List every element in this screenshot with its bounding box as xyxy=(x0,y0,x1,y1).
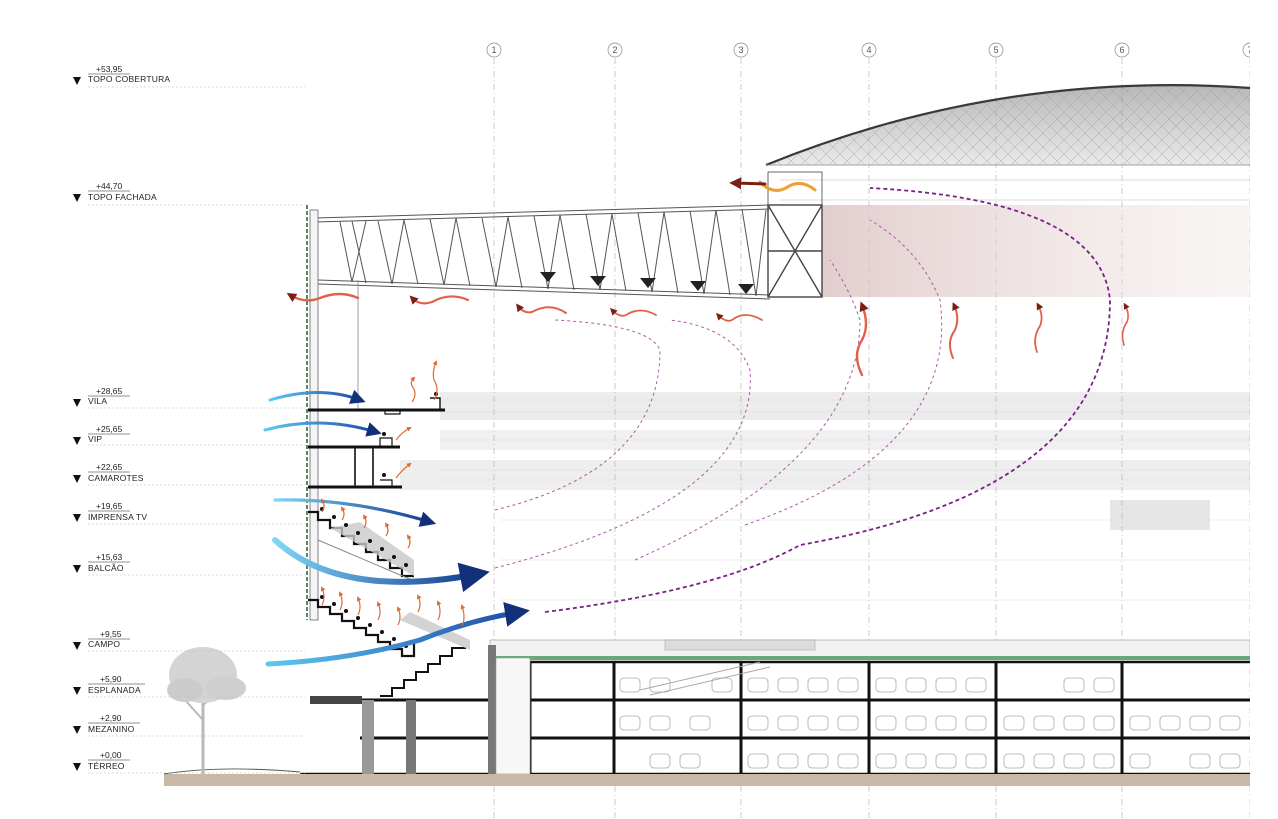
spectators xyxy=(320,392,438,648)
grid-label-1: 1 xyxy=(491,45,496,55)
car-row-mezanino xyxy=(619,715,1241,731)
interior-background xyxy=(400,392,1250,601)
truss-tower xyxy=(767,171,823,298)
warm-air-exhausts xyxy=(286,177,1130,377)
warm-air-zone xyxy=(822,205,1252,297)
level-vip: +25,65 VIP xyxy=(73,424,305,446)
level-mezanino: +2,90 MEZANINO xyxy=(73,713,305,737)
parked-cars xyxy=(619,677,1241,769)
level-elevation: +0,00 xyxy=(100,750,122,760)
grid-label-2: 2 xyxy=(612,45,617,55)
facade xyxy=(306,205,359,621)
level-name: TÉRREO xyxy=(88,761,125,771)
roof-cover xyxy=(765,84,1251,201)
right-margin xyxy=(1250,0,1278,819)
cool-air-inlets xyxy=(263,389,530,667)
ground xyxy=(164,774,1250,786)
level-elevation: +5,90 xyxy=(100,674,122,684)
tree-icon xyxy=(167,647,246,774)
cantilever-truss xyxy=(314,204,771,300)
grid-label-5: 5 xyxy=(993,45,998,55)
level-topo-cobertura: +53,95 TOPO COBERTURA xyxy=(73,64,305,88)
level-markers: +53,95 TOPO COBERTURA +44,70 TOPO FACHAD… xyxy=(73,64,305,774)
level-name: VILA xyxy=(88,396,107,406)
parking-structure xyxy=(300,639,1251,776)
level-name: IMPRENSA TV xyxy=(88,512,147,522)
car-row-esplanada xyxy=(619,677,1115,693)
level-elevation: +15,63 xyxy=(96,552,123,562)
grid-bubble-1 xyxy=(486,42,502,58)
level-topo-fachada: +44,70 TOPO FACHADA xyxy=(73,181,305,206)
level-elevation: +19,65 xyxy=(96,501,123,511)
grid-label-3: 3 xyxy=(738,45,743,55)
level-elevation: +44,70 xyxy=(96,181,123,191)
grid-bubble-4 xyxy=(861,42,877,58)
grid-bubble-3 xyxy=(733,42,749,58)
level-campo: +9,55 CAMPO xyxy=(73,629,305,652)
level-elevation: +2,90 xyxy=(100,713,122,723)
level-imprensa-tv: +19,65 IMPRENSA TV xyxy=(73,501,305,525)
level-name: CAMPO xyxy=(88,639,120,649)
level-elevation: +28,65 xyxy=(96,386,123,396)
level-vila: +28,65 VILA xyxy=(73,386,305,409)
level-name: ESPLANADA xyxy=(88,685,141,695)
level-balcao: +15,63 BALCÃO xyxy=(73,552,305,576)
level-elevation: +25,65 xyxy=(96,424,123,434)
grid-bubble-2 xyxy=(607,42,623,58)
level-name: CAMAROTES xyxy=(88,473,144,483)
level-esplanada: +5,90 ESPLANADA xyxy=(73,674,305,698)
level-terreo: +0,00 TÉRREO xyxy=(73,750,305,774)
stand-shading xyxy=(330,522,470,650)
grid-axis-bubbles xyxy=(486,42,1258,58)
grid-label-6: 6 xyxy=(1119,45,1124,55)
level-name: MEZANINO xyxy=(88,724,135,734)
level-elevation: +9,55 xyxy=(100,629,122,639)
rising-heat-marks xyxy=(320,360,466,627)
level-camarotes: +22,65 CAMAROTES xyxy=(73,462,305,486)
level-name: TOPO COBERTURA xyxy=(88,74,170,84)
level-elevation: +22,65 xyxy=(96,462,123,472)
level-name: TOPO FACHADA xyxy=(88,192,157,202)
grid-label-4: 4 xyxy=(866,45,871,55)
car-row-terreo xyxy=(649,753,1241,769)
level-elevation: +53,95 xyxy=(96,64,123,74)
level-name: VIP xyxy=(88,434,102,444)
grid-bubble-6 xyxy=(1114,42,1130,58)
airflow-paths xyxy=(494,187,1111,613)
level-name: BALCÃO xyxy=(88,563,124,573)
grid-bubble-5 xyxy=(988,42,1004,58)
stands xyxy=(308,397,466,697)
